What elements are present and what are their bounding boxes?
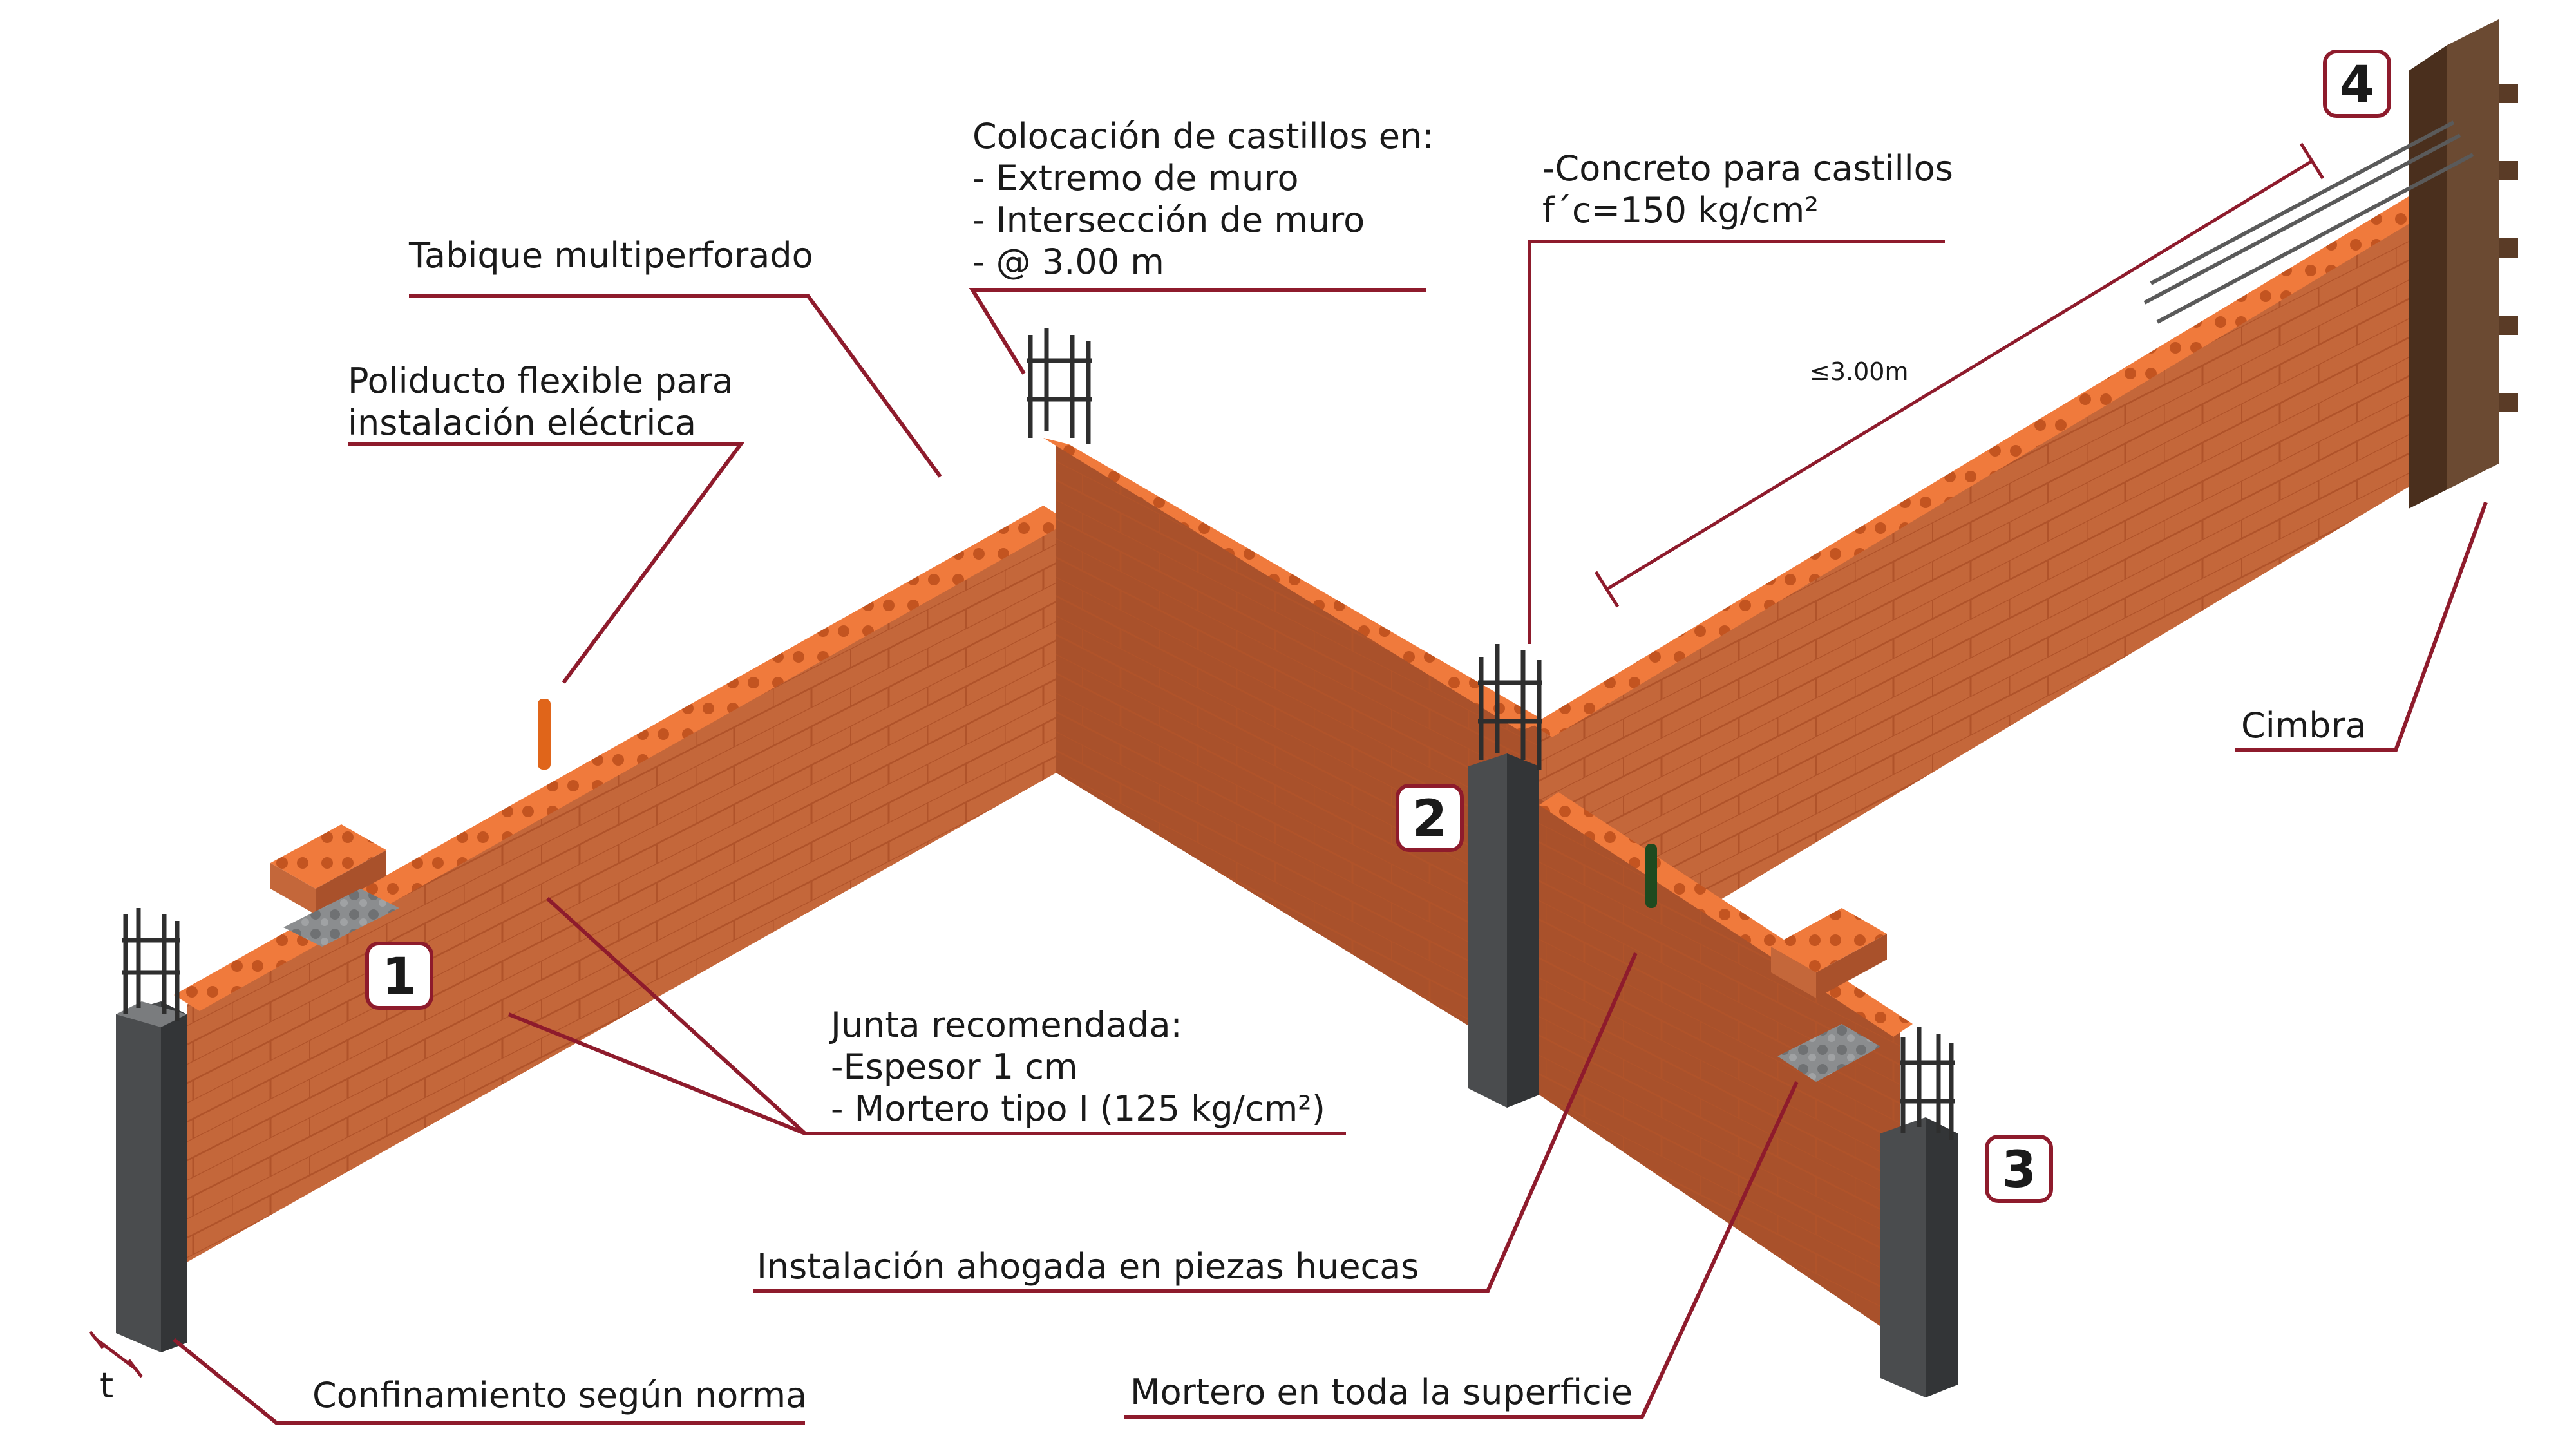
leader-mortero	[1124, 1081, 1799, 1419]
thickness-marker	[89, 1331, 143, 1378]
label-poliducto-line1: Poliducto flexible para	[348, 361, 734, 401]
rebar-cage-corner	[1027, 328, 1092, 444]
badge-3-text: 3	[2002, 1141, 2036, 1199]
leader-concreto	[1528, 240, 1945, 644]
badge-1-text: 1	[382, 948, 417, 1006]
castillo-column-2	[1468, 753, 1539, 1108]
wall-segment-1	[174, 506, 1069, 1262]
label-junta-line2: - Mortero tipo I (125 kg/cm²)	[831, 1088, 1325, 1129]
label-spacing: ≤3.00m	[1810, 357, 1908, 386]
label-concreto-line2: f´c=150 kg/cm²	[1542, 190, 1819, 231]
cimbra-formwork	[2409, 19, 2518, 509]
badge-3: 3	[1985, 1135, 2053, 1203]
badge-1: 1	[365, 942, 433, 1010]
badge-2-text: 2	[1412, 790, 1447, 848]
castillo-column-1	[116, 1001, 187, 1352]
leader-junta-2	[507, 1012, 806, 1135]
loose-brick-3	[1771, 908, 1887, 998]
rebar-cage-2	[1478, 644, 1542, 770]
label-castillos-line3: - @ 3.00 m	[972, 242, 1164, 282]
dimension-line	[1594, 142, 2325, 608]
label-thickness: t	[100, 1365, 113, 1406]
label-mortero: Mortero en toda la superficie	[1130, 1372, 1633, 1412]
label-castillos-line2: - Intersección de muro	[972, 200, 1365, 240]
label-confinamiento: Confinamiento según norma	[312, 1375, 807, 1416]
leader-tabique	[409, 294, 942, 478]
leader-poliducto	[348, 442, 744, 684]
wall-segment-2	[1043, 438, 1546, 1069]
label-junta-line1: -Espesor 1 cm	[831, 1046, 1078, 1087]
label-concreto-line1: -Concreto para castillos	[1542, 148, 1953, 189]
mortar-bed-3	[1777, 1024, 1880, 1082]
badge-2: 2	[1396, 784, 1464, 852]
rebar-bond-beam	[2143, 120, 2474, 324]
castillo-column-3	[1880, 1117, 1958, 1397]
badge-4-text: 4	[2340, 56, 2374, 114]
wall-segment-3	[1533, 177, 2460, 1005]
leader-castillos	[969, 288, 1426, 375]
leader-instalacion	[753, 952, 1638, 1293]
leader-cimbra	[2235, 501, 2488, 752]
label-junta-title: Junta recomendada:	[829, 1005, 1182, 1045]
label-poliducto-line2: instalación eléctrica	[348, 402, 696, 443]
badge-4: 4	[2323, 50, 2391, 118]
label-cimbra: Cimbra	[2241, 705, 2367, 746]
leader-confinamiento	[173, 1338, 805, 1425]
rebar-cage-1	[122, 908, 180, 1021]
conduit-orange	[538, 699, 551, 770]
label-castillos-title: Colocación de castillos en:	[972, 116, 1434, 156]
label-castillos-line1: - Extremo de muro	[972, 158, 1299, 198]
loose-brick-1	[270, 824, 386, 914]
rebar-cage-3	[1900, 1027, 1955, 1140]
conduit-green	[1645, 844, 1657, 908]
mortar-bed-1	[283, 889, 399, 947]
label-tabique: Tabique multiperforado	[408, 235, 813, 276]
label-instalacion: Instalación ahogada en piezas huecas	[757, 1246, 1419, 1287]
